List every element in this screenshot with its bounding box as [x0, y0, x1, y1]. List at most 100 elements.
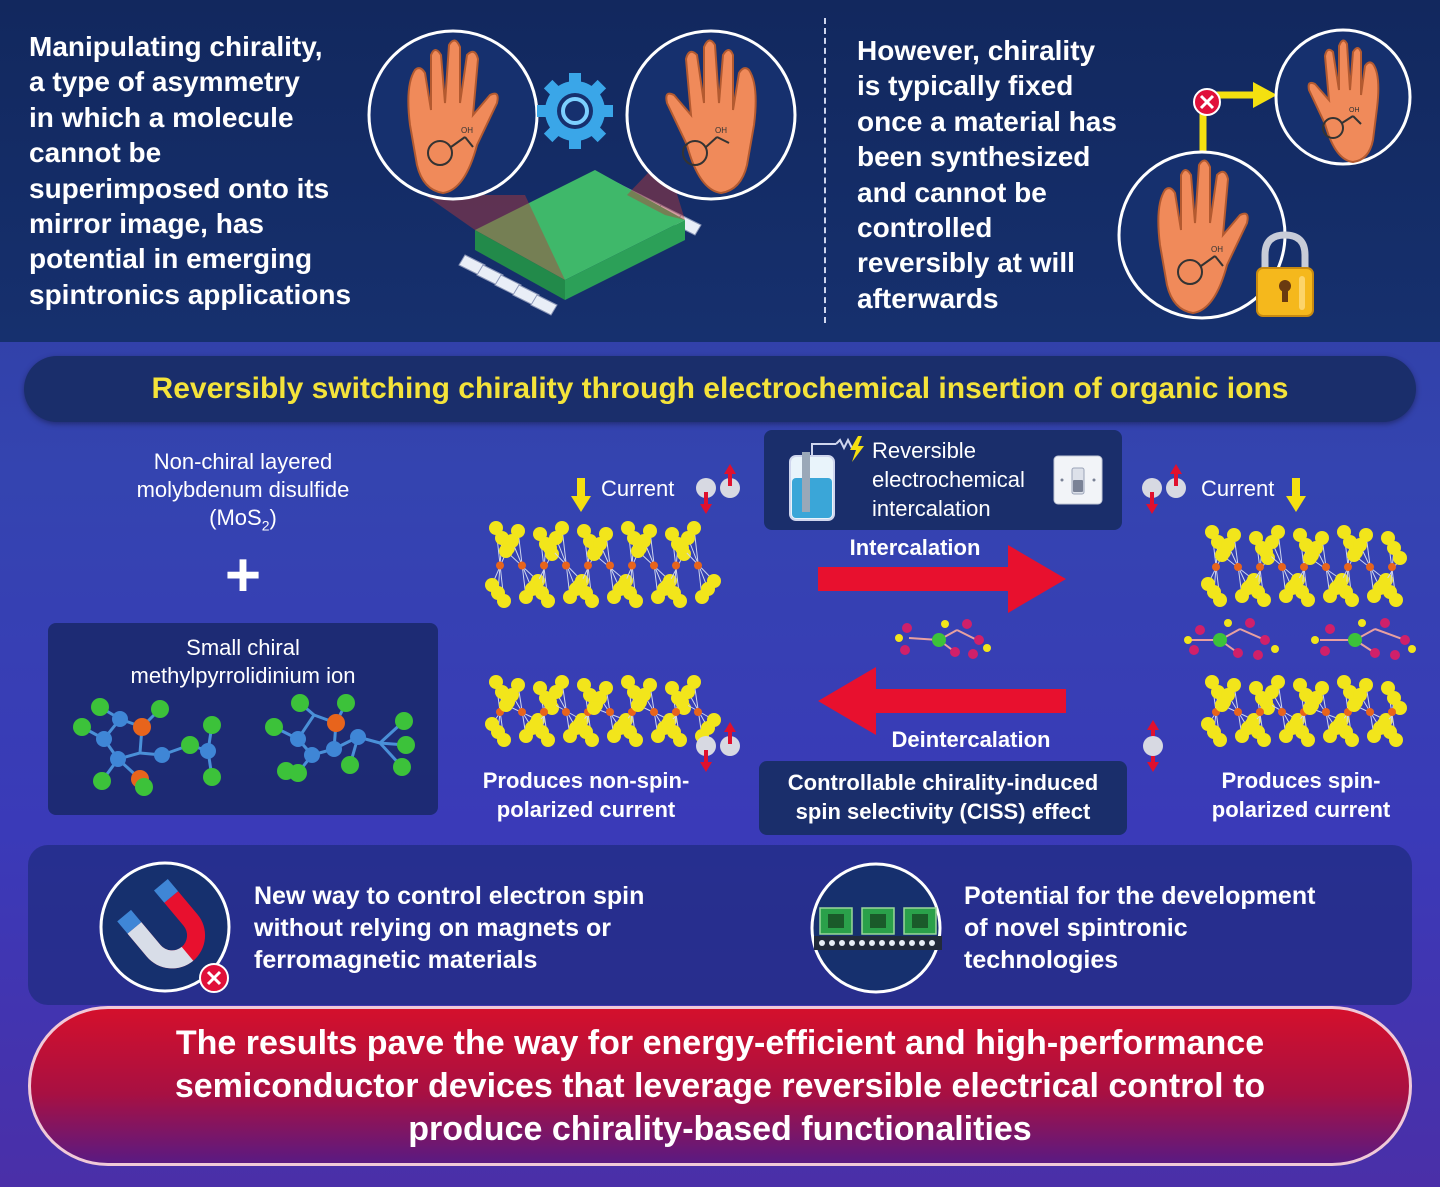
molybdenum-atom — [1344, 563, 1352, 571]
sulfur-atom — [1393, 701, 1407, 715]
molybdenum-atom — [1322, 563, 1330, 571]
molybdenum-atom — [672, 561, 680, 570]
oh-label: OH — [461, 126, 473, 135]
molybdenum-atom — [694, 561, 702, 570]
sulfur-atom — [707, 713, 721, 727]
sulfur-atom — [1289, 717, 1303, 731]
conclusion-line: produce chirality-based functionalities — [408, 1109, 1032, 1148]
molybdenum-atom — [650, 561, 658, 570]
fixed-line: controlled — [857, 212, 993, 244]
mos2-formula: (MoS2) — [98, 504, 388, 539]
fixed-chirality-text: However, chirality is typically fixed on… — [857, 33, 1147, 316]
non-spin-polarized-label: Produces non-spin- polarized current — [466, 766, 706, 824]
molybdenum-atom — [1300, 563, 1308, 571]
outcome-line: without relying on magnets or — [254, 914, 611, 942]
mos2-line: molybdenum disulfide — [136, 477, 350, 502]
sulfur-atom — [573, 717, 587, 731]
fixed-line: been synthesized — [857, 141, 1091, 173]
reversible-line: electrochemical — [872, 467, 1025, 492]
molybdenum-atom — [518, 561, 526, 570]
hand-icon: OH — [625, 29, 797, 201]
sulfur-atom — [1215, 698, 1229, 712]
intro-line: Manipulating chirality, — [29, 31, 323, 62]
molybdenum-atom — [496, 561, 504, 570]
electron-icon — [1142, 464, 1186, 514]
intro-line: spintronics applications — [29, 278, 352, 310]
spin-line: polarized current — [1211, 797, 1391, 822]
light-beam — [425, 195, 565, 280]
molybdenum-atom — [628, 561, 636, 570]
intercalation-label: Intercalation — [849, 535, 981, 560]
sulfur-atom — [617, 578, 631, 592]
formula-subscript: 2 — [261, 517, 270, 534]
current-label-right: Current — [1201, 476, 1275, 501]
nonspin-line: polarized current — [496, 797, 676, 822]
sulfur-atom — [529, 717, 543, 731]
sulfur-atom — [1347, 548, 1361, 562]
ciss-label: Controllable chirality-induced spin sele… — [759, 768, 1127, 826]
benzene-ring — [427, 140, 453, 166]
molybdenum-atom — [1256, 708, 1264, 716]
molybdenum-atom — [1234, 708, 1242, 716]
ion-line: Small chiral — [186, 635, 300, 660]
intercalated-ions — [1184, 618, 1416, 660]
molybdenum-atom — [606, 708, 614, 716]
mos2-line: Non-chiral layered — [153, 449, 333, 474]
free-ion — [895, 619, 991, 659]
fixed-line: afterwards — [857, 282, 999, 314]
ion-line: methylpyrrolidinium ion — [130, 663, 356, 688]
magnet-free-text: New way to control electron spin without… — [254, 880, 644, 976]
chip-icon — [810, 862, 942, 994]
sulfur-atom — [675, 541, 689, 555]
formula-part: (MoS — [209, 505, 262, 530]
sulfur-atom — [1245, 717, 1259, 731]
intro-line: in which a molecule — [29, 101, 294, 133]
molybdenum-atom — [694, 708, 702, 716]
ciss-line: spin selectivity (CISS) effect — [795, 799, 1091, 824]
cross-icon — [1193, 88, 1221, 116]
current-arrow-left — [571, 478, 591, 512]
mos2-layer-top-left — [485, 521, 721, 608]
formula-part: ) — [269, 505, 277, 530]
plus-sign: + — [224, 541, 262, 610]
spintronic-potential-text: Potential for the development of novel s… — [964, 880, 1315, 976]
sulfur-atom — [1259, 695, 1273, 709]
intro-text: Manipulating chirality, a type of asymme… — [29, 29, 389, 312]
molybdenum-atom — [1234, 563, 1242, 571]
sulfur-atom — [631, 544, 645, 558]
molybdenum-atom — [1388, 708, 1396, 716]
benzene-ring — [682, 140, 708, 166]
intro-line: cannot be — [29, 137, 162, 169]
chip-hands-illustration: OH OH — [367, 29, 797, 316]
hand-icon: OH — [1274, 28, 1412, 166]
lightning-icon — [850, 436, 864, 462]
reversible-intercalation-label: Reversible electrochemical intercalation — [872, 436, 1025, 523]
molybdenum-atom — [1388, 563, 1396, 571]
outcome-line: Potential for the development — [964, 882, 1316, 910]
reversible-line: intercalation — [872, 496, 991, 521]
electron-icon — [696, 464, 740, 514]
fixed-line: and cannot be — [857, 176, 1047, 208]
molybdenum-atom — [1278, 563, 1286, 571]
molybdenum-atom — [1256, 563, 1264, 571]
chip-icon — [475, 170, 685, 300]
molybdenum-atom — [1366, 563, 1374, 571]
intro-line: mirror image, has — [29, 208, 264, 240]
sulfur-atom — [661, 717, 675, 731]
sulfur-atom — [1347, 698, 1361, 712]
spin-polarized-label: Produces spin- polarized current — [1186, 766, 1416, 824]
spin-line: Produces spin- — [1221, 768, 1381, 793]
conclusion-line: The results pave the way for energy-effi… — [175, 1023, 1265, 1062]
sulfur-atom — [661, 578, 675, 592]
current-label-left: Current — [601, 476, 675, 501]
sulfur-atom — [1245, 577, 1259, 591]
atom-green — [73, 694, 415, 796]
battery-icon — [789, 436, 864, 521]
sulfur-atom — [499, 544, 513, 558]
deintercalation-label: Deintercalation — [891, 727, 1051, 752]
intro-line: potential in emerging — [29, 243, 313, 275]
molybdenum-atom — [562, 561, 570, 570]
electron-icon — [1143, 720, 1163, 772]
sulfur-atom — [707, 574, 721, 588]
top-divider — [824, 18, 826, 323]
